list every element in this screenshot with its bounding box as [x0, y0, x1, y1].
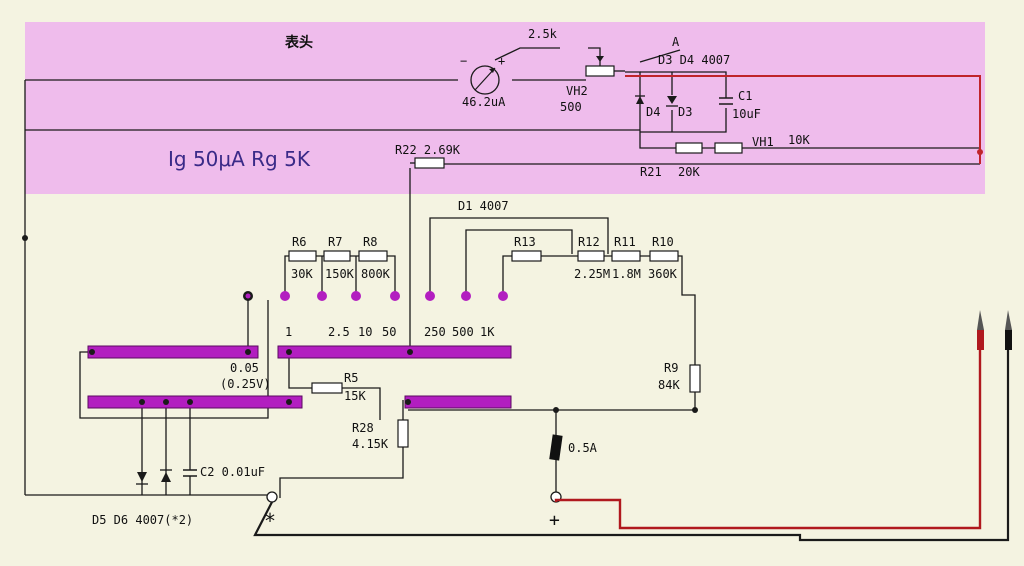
- resistor-r5: [311, 382, 343, 394]
- trimmer-vh2: [494, 47, 625, 77]
- r10-label: R10: [652, 235, 674, 249]
- c1-label: C1: [738, 89, 752, 103]
- resistor-r10: [649, 250, 679, 262]
- switch-bar-left-top: [87, 345, 259, 359]
- fuse-label: 0.5A: [568, 441, 598, 455]
- switch-bar-right-bottom: [404, 395, 512, 409]
- r11-label: R11: [614, 235, 636, 249]
- resistor-r12: [577, 250, 605, 262]
- range-1: 1: [285, 325, 292, 339]
- resistor-r28: [397, 419, 409, 448]
- r21-value: 20K: [678, 165, 700, 179]
- range-500: 500: [452, 325, 474, 339]
- range-0-05: 0.05: [230, 361, 259, 375]
- meter-head-title: 表头: [284, 34, 313, 51]
- c2-label: C2 0.01uF: [200, 465, 265, 479]
- r6-value: 30K: [291, 267, 313, 281]
- r6-label: R6: [292, 235, 306, 249]
- range-pins: [243, 291, 508, 301]
- resistor-r8: [358, 250, 388, 262]
- range-1k: 1K: [480, 325, 495, 339]
- resistor-r6: [288, 250, 317, 262]
- plus-label: +: [549, 510, 560, 531]
- r9-label: R9: [664, 361, 678, 375]
- r11-value: 1.8M: [612, 267, 641, 281]
- fuse: [549, 434, 563, 461]
- diode-d3: [666, 96, 678, 107]
- black-test-lead: [253, 340, 1010, 542]
- node-a-pointer: [639, 49, 681, 63]
- com-terminal: [266, 491, 278, 503]
- d3-label: D3: [678, 105, 692, 119]
- meter-spec-label: Ig 50μA Rg 5K: [168, 147, 311, 171]
- resistor-r7: [323, 250, 351, 262]
- meter-current-label: 46.2uA: [462, 95, 506, 109]
- r8-value: 800K: [361, 267, 391, 281]
- range-0-25v: (0.25V): [220, 377, 271, 391]
- switch-bar-left-bottom: [87, 395, 303, 409]
- resistor-r9: [689, 364, 701, 393]
- meter-head-panel: [25, 22, 985, 194]
- black-probe: [1005, 310, 1012, 350]
- r12-label: R12: [578, 235, 600, 249]
- pot-vh1: [714, 142, 743, 154]
- r10-value: 360K: [648, 267, 678, 281]
- r7-value: 150K: [325, 267, 355, 281]
- r21-label: R21: [640, 165, 662, 179]
- vh2-label: VH2: [566, 84, 588, 98]
- c1-value: 10uF: [732, 107, 761, 121]
- junction-dots: [22, 149, 983, 413]
- d1-label: D1 4007: [458, 199, 509, 213]
- switch-bar-right-top: [277, 345, 512, 359]
- range-10: 10: [358, 325, 372, 339]
- r7-label: R7: [328, 235, 342, 249]
- resistor-r22: [414, 157, 445, 169]
- range-2-5: 2.5: [328, 325, 350, 339]
- r22-label: R22 2.69K: [395, 143, 461, 157]
- svg-text:+: +: [498, 54, 505, 68]
- r12-value: 2.25M: [574, 267, 610, 281]
- node-a-label: A: [672, 35, 680, 49]
- galvanometer: − +: [460, 54, 505, 95]
- r28-label: R28: [352, 421, 374, 435]
- range-50: 50: [382, 325, 396, 339]
- meter-head-wiring: [24, 71, 981, 495]
- diodes-top-label: D3 D4 4007: [658, 53, 730, 67]
- svg-text:−: −: [460, 54, 467, 68]
- diodes-d5-d6: [136, 469, 172, 485]
- resistor-r11: [611, 250, 641, 262]
- capacitor-c1: [719, 97, 733, 105]
- r5-value: 15K: [344, 389, 366, 403]
- capacitor-c2: [183, 469, 197, 495]
- range-250: 250: [424, 325, 446, 339]
- red-test-lead: [554, 340, 982, 530]
- resistor-r21: [675, 142, 703, 154]
- r13-label: R13: [514, 235, 536, 249]
- vh1-label: VH1: [752, 135, 774, 149]
- r9-value: 84K: [658, 378, 680, 392]
- red-probe: [977, 310, 984, 350]
- r8-label: R8: [363, 235, 377, 249]
- diode-d4: [635, 95, 645, 104]
- resistor-r13: [511, 250, 542, 262]
- range-wiring: [25, 217, 696, 498]
- com-label: *: [264, 509, 276, 533]
- r28-value: 4.15K: [352, 437, 389, 451]
- vh2-value: 500: [560, 100, 582, 114]
- vh1-value: 10K: [788, 133, 810, 147]
- r5-label: R5: [344, 371, 358, 385]
- d4-label: D4: [646, 105, 660, 119]
- trimmer-value: 2.5k: [528, 27, 558, 41]
- d5-d6-label: D5 D6 4007(*2): [92, 513, 193, 527]
